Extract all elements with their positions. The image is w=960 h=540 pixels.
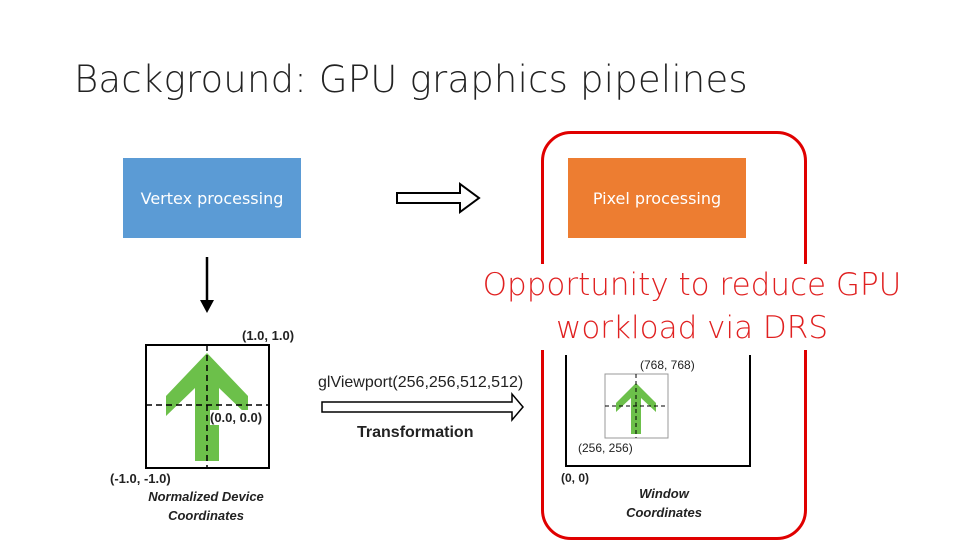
window-green-arrow — [616, 383, 656, 434]
vertex-processing-label: Vertex processing — [140, 188, 284, 208]
window-bottom-left-label: (256, 256) — [578, 441, 633, 455]
ndc-bottom-left-label: (-1.0, -1.0) — [110, 471, 171, 486]
transformation-arrow — [321, 391, 524, 423]
pixel-processing-box: Pixel processing — [568, 158, 746, 238]
down-arrow — [200, 257, 214, 313]
vertex-processing-box: Vertex processing — [123, 158, 301, 238]
window-caption-line2: Coordinates — [626, 505, 702, 520]
ndc-center-label: (0.0, 0.0) — [210, 410, 263, 425]
drs-callout: Opportunity to reduce GPU workload via D… — [462, 264, 922, 350]
window-axes — [565, 355, 751, 467]
drs-callout-line1: Opportunity to reduce GPU — [482, 267, 902, 303]
drs-callout-line2: workload via DRS — [555, 310, 829, 346]
slide-title: Background: GPU graphics pipelines — [74, 58, 748, 101]
window-top-right-label: (768, 768) — [640, 358, 695, 372]
pixel-processing-label: Pixel processing — [592, 188, 722, 208]
transformation-label: Transformation — [357, 424, 474, 441]
window-caption: Window Coordinates — [604, 484, 724, 522]
window-origin-label: (0, 0) — [561, 471, 590, 485]
ndc-caption-line2: Coordinates — [168, 508, 244, 523]
ndc-caption: Normalized Device Coordinates — [146, 487, 266, 525]
window-caption-line1: Window — [639, 486, 689, 501]
ndc-top-right-label: (1.0, 1.0) — [242, 328, 295, 343]
ndc-caption-line1: Normalized Device — [148, 489, 264, 504]
glviewport-call-label: glViewport(256,256,512,512) — [318, 374, 524, 391]
hollow-right-arrow — [396, 182, 481, 214]
